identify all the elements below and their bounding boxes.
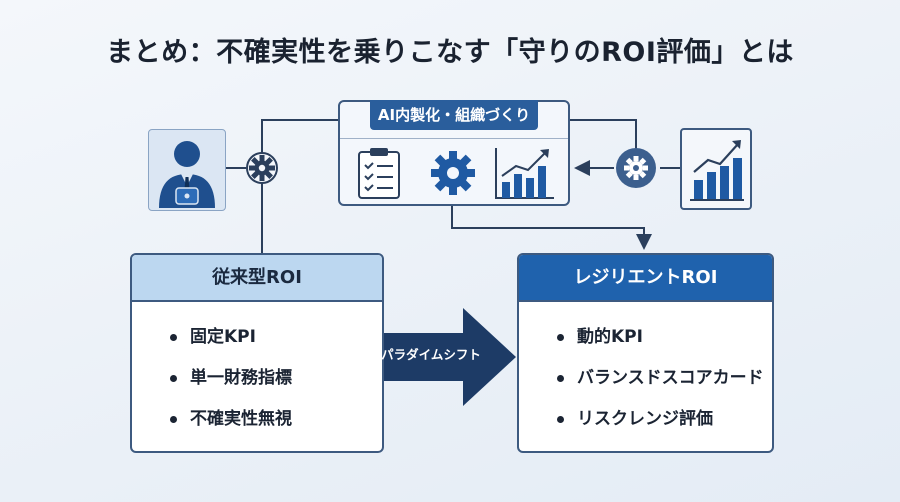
growth-chart-icon <box>495 148 554 199</box>
traditional-roi-panel: 従来型ROI 固定KPI 単一財務指標 不確実性無視 <box>130 253 384 453</box>
divider <box>340 138 568 139</box>
growth-chart-icon <box>690 140 744 201</box>
growth-chart-card <box>680 128 752 210</box>
ai-inhouse-title: AI内製化・組織づくり <box>370 100 538 130</box>
resilient-roi-list: 動的KPI バランスドスコアカード リスクレンジ評価 <box>519 302 772 447</box>
gear-icon <box>431 151 475 195</box>
person-card <box>148 129 226 211</box>
resilient-roi-title: レジリエントROI <box>519 255 772 302</box>
list-item: 単一財務指標 <box>170 365 382 406</box>
connector-down-right <box>451 206 652 250</box>
list-item: リスクレンジ評価 <box>557 406 772 447</box>
traditional-roi-title: 従来型ROI <box>132 255 382 302</box>
list-item: 固定KPI <box>170 324 382 365</box>
ai-inhouse-box: AI内製化・組織づくり <box>338 100 570 206</box>
clipboard-checklist-icon <box>358 148 400 199</box>
person-icon <box>159 141 215 208</box>
page-title: まとめ：不確実性を乗りこなす「守りのROI評価」とは <box>106 37 794 68</box>
resilient-roi-panel: レジリエントROI 動的KPI バランスドスコアカード リスクレンジ評価 <box>517 253 774 453</box>
connector-left <box>261 119 338 253</box>
list-item: 不確実性無視 <box>170 406 382 447</box>
connector-top-right <box>570 119 637 150</box>
gear-icon <box>246 152 278 184</box>
paradigm-shift-arrow <box>365 308 516 406</box>
traditional-roi-list: 固定KPI 単一財務指標 不確実性無視 <box>132 302 382 447</box>
list-item: バランスドスコアカード <box>557 365 772 406</box>
gear-icon <box>616 148 656 188</box>
list-item: 動的KPI <box>557 324 772 365</box>
paradigm-shift-label: パラダイムシフト <box>381 347 481 362</box>
